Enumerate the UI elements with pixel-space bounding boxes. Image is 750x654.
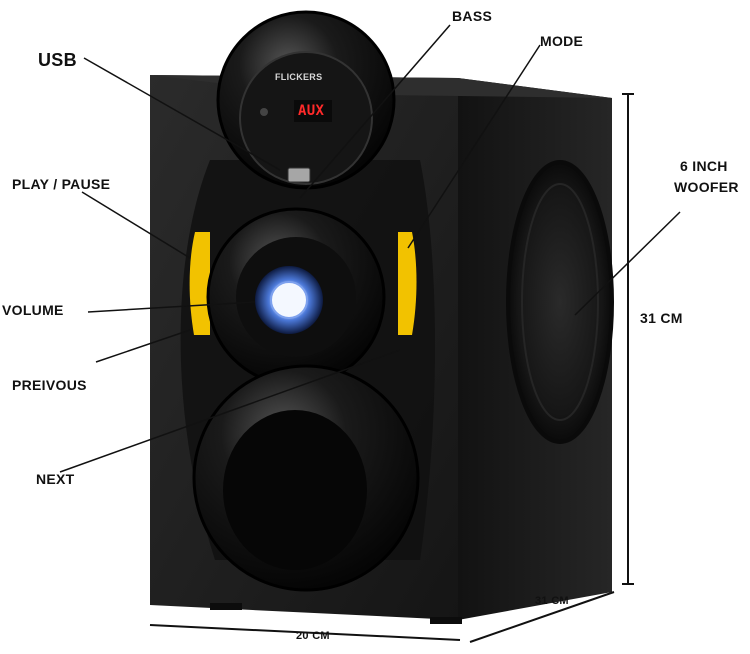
led-display (294, 100, 332, 122)
mode-button (398, 232, 417, 335)
play-pause-leader (81, 191, 191, 259)
next-leader (59, 349, 401, 473)
play-pause-label: PLAY / PAUSE (12, 176, 111, 192)
next-label: NEXT (36, 471, 75, 487)
woofer-leader (574, 211, 681, 316)
mode-leader (407, 44, 541, 249)
width-dimension-line (149, 624, 461, 641)
bass-label: BASS (452, 8, 493, 24)
depth-dimension-label: 31 CM (535, 595, 569, 607)
width-dimension-label: 20 CM (296, 630, 330, 642)
volume-label: VOLUME (2, 302, 64, 318)
height-dimension-label: 31 CM (640, 310, 683, 326)
usb-leader (83, 57, 281, 171)
side-woofer (506, 160, 614, 444)
usb-port (287, 167, 311, 183)
usb-label: USB (38, 50, 77, 70)
depth-dimension-line (469, 591, 615, 643)
previous-label: PREIVOUS (12, 377, 87, 393)
previous-leader (95, 329, 191, 363)
brand-label: FLICKERS (275, 72, 323, 82)
bluetooth-icon (260, 108, 268, 116)
led-display-text: AUX (298, 103, 325, 119)
woofer-label-line2: WOOFER (674, 179, 739, 195)
mode-label: MODE (540, 33, 584, 49)
bass-leader (299, 24, 451, 199)
volume-leader (87, 301, 256, 313)
play-pause-button (189, 232, 210, 335)
woofer-label-line1: 6 INCH (680, 158, 728, 174)
